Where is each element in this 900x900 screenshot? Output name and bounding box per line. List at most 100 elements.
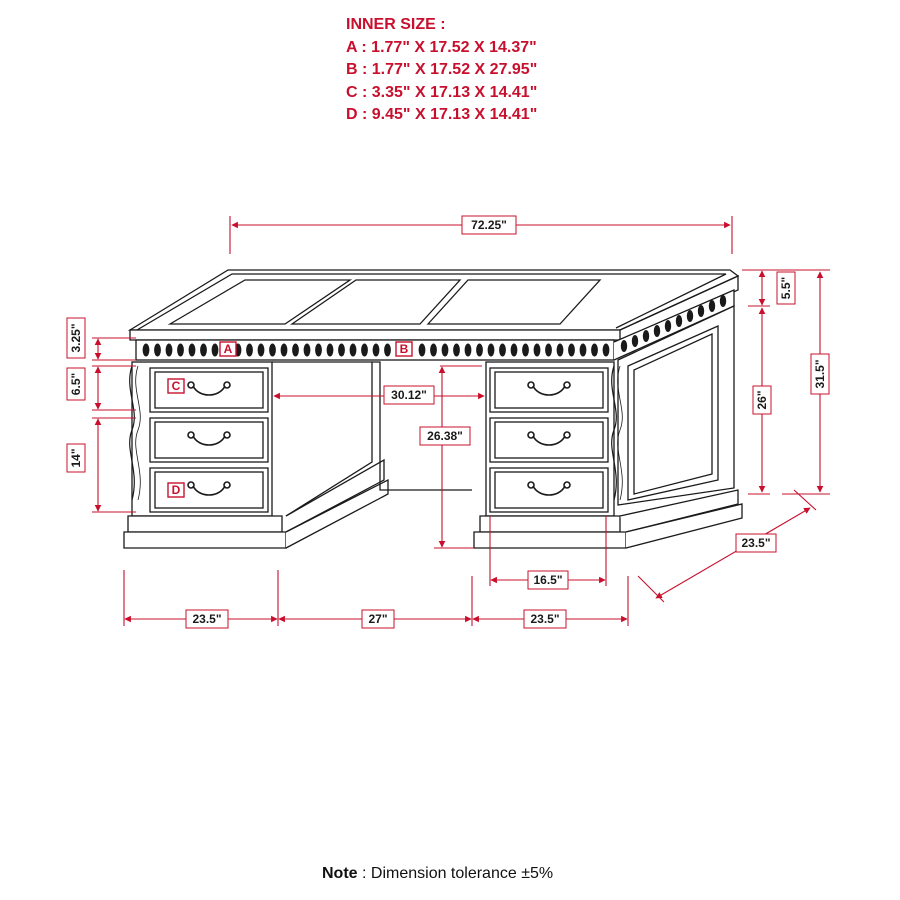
handle-post <box>527 381 535 389</box>
left-pedestal <box>131 361 273 517</box>
carving-leaf <box>708 300 716 312</box>
svg-text:26.38": 26.38" <box>427 429 463 443</box>
drawer-handle <box>192 385 226 396</box>
carving-leaf <box>177 343 184 357</box>
carving-leaf <box>568 343 575 357</box>
drawer-handles <box>187 381 571 496</box>
note-text: : Dimension tolerance ±5% <box>357 865 554 882</box>
carving-leaf <box>545 343 552 357</box>
dimension-labels: 72.25" 5.5" 26" 31.5" 23.5" 3.25" <box>66 215 830 629</box>
marker-a: A <box>219 341 237 357</box>
handle-post <box>187 431 195 439</box>
handle-post <box>563 381 571 389</box>
right-side-panel <box>617 304 735 506</box>
inner-size-c: C : 3.35" X 17.13 X 14.41" <box>346 83 538 101</box>
handle-post <box>563 431 571 439</box>
inner-size-b: B : 1.77" X 17.52 X 27.95" <box>346 61 538 78</box>
carving-leaf <box>338 343 345 357</box>
inner-size-a: A : 1.77" X 17.52 X 14.37" <box>346 38 537 56</box>
carving-leaf <box>719 295 727 307</box>
carving-leaf <box>697 305 705 317</box>
apron-carvings <box>142 343 610 357</box>
label-height-total: 31.5" <box>810 353 830 395</box>
drawer-handle <box>532 485 566 496</box>
label-top-drawer-height: 6.5" <box>66 367 86 401</box>
marker-c: C <box>167 378 185 394</box>
label-top-thickness: 5.5" <box>776 271 796 305</box>
top-panel-left <box>167 279 353 325</box>
label-bottom-drawer-height: 14" <box>66 443 86 473</box>
carving-leaf <box>510 343 518 357</box>
carving-leaf <box>372 343 380 357</box>
handle-post <box>187 381 195 389</box>
label-drawer-width: 16.5" <box>527 570 569 590</box>
carving-leaf <box>476 343 483 357</box>
svg-text:26": 26" <box>755 390 769 409</box>
note-label: Note <box>322 865 358 882</box>
handle-post <box>563 481 571 489</box>
carving-leaf <box>200 343 207 357</box>
handle-post <box>527 481 535 489</box>
carving-leaf <box>499 343 506 357</box>
drawer-c <box>154 371 264 409</box>
carving-leaf <box>246 343 253 357</box>
svg-text:72.25": 72.25" <box>471 218 507 232</box>
svg-text:C: C <box>172 379 181 393</box>
carving-leaf <box>142 343 150 357</box>
svg-text:31.5": 31.5" <box>813 359 827 388</box>
handle-post <box>223 381 231 389</box>
marker-d: D <box>167 482 185 498</box>
inner-size-title: INNER SIZE : <box>346 16 446 33</box>
svg-text:27": 27" <box>368 612 387 626</box>
carving-leaf <box>620 340 628 352</box>
svg-text:B: B <box>400 342 409 356</box>
carving-leaf <box>349 343 357 357</box>
carving-leaf <box>430 343 437 357</box>
label-kneehole-width: 30.12" <box>383 385 435 405</box>
side-carvings <box>620 295 727 352</box>
carving-leaf <box>418 343 426 357</box>
carving-leaf <box>602 343 610 357</box>
carving-leaf <box>464 343 472 357</box>
inner-size-legend: INNER SIZE : A : 1.77" X 17.52 X 14.37" … <box>346 14 537 127</box>
drawer-handle <box>532 435 566 446</box>
label-kneehole-opening: 27" <box>361 609 395 629</box>
handle-post <box>223 431 231 439</box>
label-height-inner: 26" <box>752 385 772 415</box>
svg-text:30.12": 30.12" <box>391 388 427 402</box>
carving-leaf <box>280 343 288 357</box>
svg-text:3.25": 3.25" <box>69 323 83 352</box>
marker-b: B <box>395 341 413 357</box>
carving-leaf <box>188 343 196 357</box>
carving-leaf <box>653 325 661 337</box>
carving-leaf <box>522 343 529 357</box>
carving-leaf <box>292 343 299 357</box>
inner-size-d: D : 9.45" X 17.13 X 14.41" <box>346 106 538 123</box>
carving-leaf <box>686 310 694 322</box>
drawer-handle <box>532 385 566 396</box>
carving-leaf <box>165 343 173 357</box>
svg-text:D: D <box>172 483 181 497</box>
carving-leaf <box>487 343 495 357</box>
svg-text:23.5": 23.5" <box>741 536 770 550</box>
handle-post <box>187 481 195 489</box>
handle-post <box>527 431 535 439</box>
carving-leaf <box>326 343 334 357</box>
carving-leaf <box>556 343 564 357</box>
carving-leaf <box>361 343 368 357</box>
right-pedestal <box>485 361 615 517</box>
drawer-handle <box>192 485 226 496</box>
svg-text:23.5": 23.5" <box>530 612 559 626</box>
carving-leaf <box>579 343 587 357</box>
carving-leaf <box>453 343 460 357</box>
label-depth: 23.5" <box>735 533 777 553</box>
svg-text:14": 14" <box>69 448 83 467</box>
carving-leaf <box>664 320 672 332</box>
svg-text:A: A <box>224 342 233 356</box>
drawer-d <box>154 471 264 509</box>
label-right-pedestal-width: 23.5" <box>523 609 567 629</box>
desk-top <box>127 269 740 331</box>
label-kneehole-height: 26.38" <box>419 426 471 446</box>
carving-leaf <box>154 343 161 357</box>
